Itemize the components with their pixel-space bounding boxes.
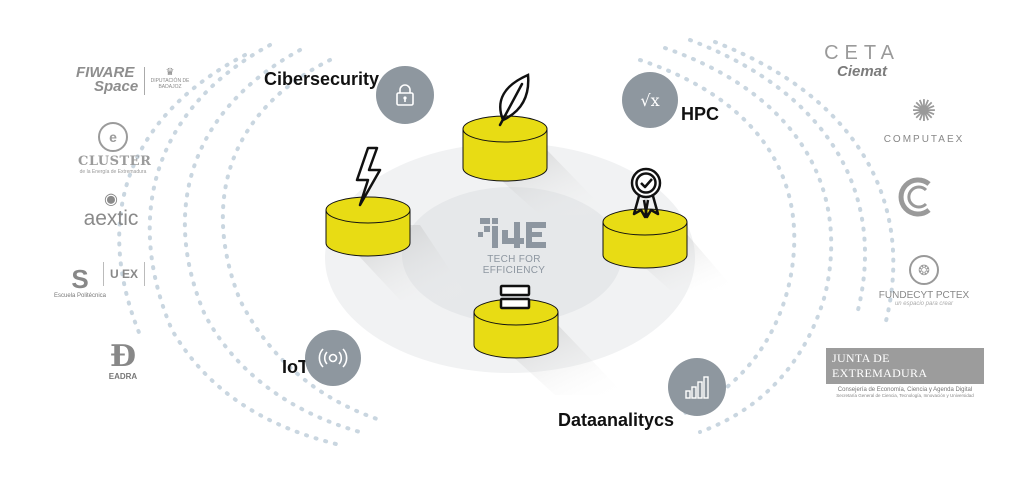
cylinder-right (602, 208, 688, 269)
topic-dataanalitycs: Dataanalitycs (558, 410, 675, 430)
logo-divider (144, 67, 145, 95)
topic-iot: IoT (282, 357, 309, 377)
politecnica-emblem-icon: S (71, 264, 89, 294)
lock-badge (376, 66, 434, 124)
topic-cibersecurity: Cibersecurity (264, 69, 380, 89)
eye-icon: ◉ (104, 191, 118, 208)
logo-eadra: Ð EADRA (97, 339, 149, 382)
logo-junta: JUNTA DE EXTREMADURA Consejería de Econo… (826, 348, 984, 398)
logo-fundecyt: ❂ FUNDECYT PCTEX un espacio para crear (862, 255, 986, 307)
topic-hpc: HPC (681, 104, 720, 124)
logo-ceta-ciemat: CETA Ciemat (824, 42, 900, 80)
logo-computaex: ✺ COMPUTAEX (862, 95, 986, 146)
leaf-icon (498, 73, 530, 127)
signal-badge (305, 330, 361, 386)
bars-badge (668, 358, 726, 416)
t4e-mark (478, 218, 546, 248)
storage-icon (499, 284, 531, 310)
bar-chart-icon (685, 376, 709, 399)
lock-icon (396, 84, 414, 106)
dotted-rings-left (117, 43, 382, 447)
cylinder-left (325, 196, 411, 257)
center-tagline: TECH FOR EFFICIENCY (482, 254, 546, 276)
logo-politecnica: S Escuela Politécnica (45, 265, 115, 299)
logo-aextic: ◉ aextic (76, 192, 146, 230)
sqrt-badge: √x (622, 72, 678, 128)
award-icon (630, 167, 662, 219)
sqrt-icon: √x (640, 90, 660, 110)
cylinder-bottom (473, 298, 559, 359)
crown-icon: ♛ (165, 67, 175, 78)
sunburst-icon: ✺ (911, 95, 937, 128)
fundecyt-emblem-icon: ❂ (909, 255, 939, 285)
logo-uex: U EX (103, 262, 145, 286)
dotted-rings-right (638, 38, 896, 434)
logo-diputacion: ♛ DIPUTACIÓN DE BADAJOZ (148, 67, 192, 91)
lightning-icon (355, 146, 382, 207)
logo-cc-emblem (893, 172, 943, 222)
cylinder-top (462, 115, 548, 182)
cc-icon (898, 177, 931, 217)
wireless-signal-icon (318, 348, 348, 368)
logo-fiware-space: FIWARE Space (76, 64, 139, 95)
logo-cluster: e CLUSTER de la Energía de Extremadura (78, 122, 151, 175)
cluster-emblem-icon: e (98, 122, 128, 152)
eadra-emblem-icon: Ð (109, 339, 137, 374)
